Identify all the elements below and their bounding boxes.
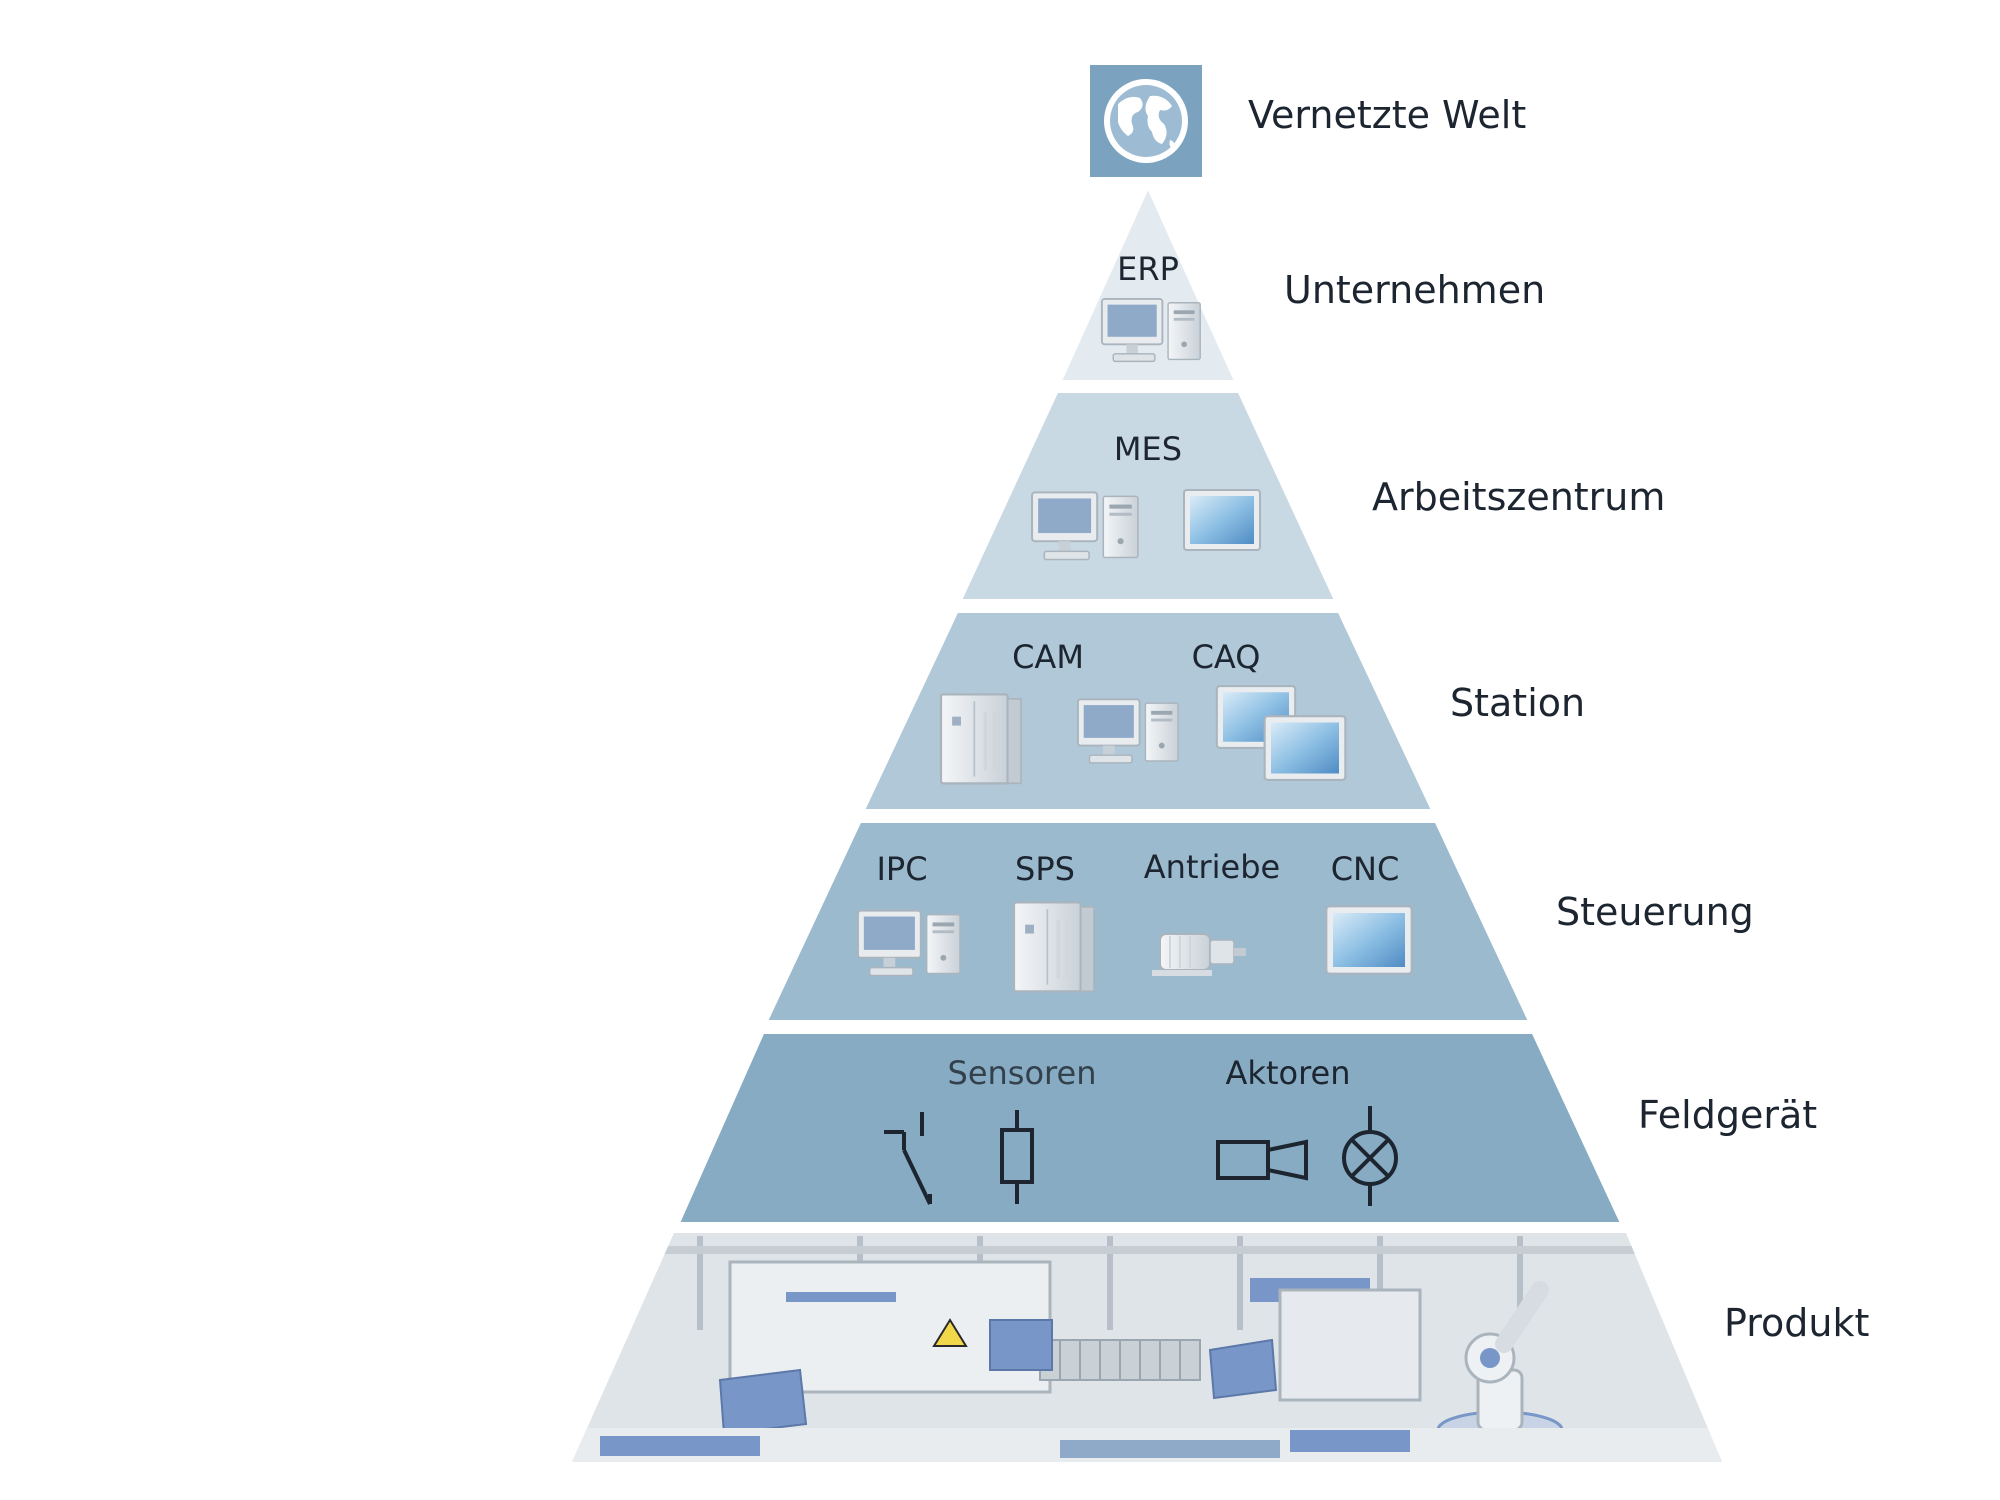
panel-monitor-icon xyxy=(1325,905,1413,975)
layer-label-steuerung: Steuerung xyxy=(1556,890,1754,934)
system-label-cnc: CNC xyxy=(1331,850,1400,888)
tier-feldgeraet xyxy=(671,1028,1629,1228)
switch-contact-symbol-icon xyxy=(884,1112,932,1205)
actuator-cylinder-symbol-icon xyxy=(1216,1139,1308,1181)
production-line-illustration xyxy=(572,1233,1722,1462)
layer-label-feldgeraet: Feldgerät xyxy=(1638,1093,1817,1137)
system-label-mes: MES xyxy=(1114,430,1182,468)
sensor-symbol-icon xyxy=(1000,1110,1034,1204)
system-label-antriebe: Antriebe xyxy=(1144,848,1280,886)
layer-label-unternehmen: Unternehmen xyxy=(1284,268,1545,312)
layer-label-vernetzte-welt: Vernetzte Welt xyxy=(1248,93,1526,137)
panel-monitor-icon xyxy=(1263,715,1347,781)
system-label-erp: ERP xyxy=(1117,250,1179,288)
system-label-ipc: IPC xyxy=(876,850,927,888)
panel-monitor-icon xyxy=(1183,489,1261,551)
system-label-caq: CAQ xyxy=(1192,638,1261,676)
control-cabinet-icon xyxy=(1012,900,1096,994)
lamp-symbol-icon xyxy=(1342,1106,1398,1206)
system-label-aktoren: Aktoren xyxy=(1226,1054,1351,1092)
control-cabinet-icon xyxy=(939,692,1023,786)
layer-label-produkt: Produkt xyxy=(1724,1301,1869,1345)
system-label-cam: CAM xyxy=(1012,638,1084,676)
globe-icon xyxy=(1090,65,1202,177)
system-label-sps: SPS xyxy=(1015,850,1075,888)
system-label-sensoren: Sensoren xyxy=(948,1054,1097,1092)
layer-label-arbeitszentrum: Arbeitszentrum xyxy=(1372,475,1665,519)
layer-label-station: Station xyxy=(1450,681,1585,725)
tier-arbeitszentrum xyxy=(953,387,1343,605)
